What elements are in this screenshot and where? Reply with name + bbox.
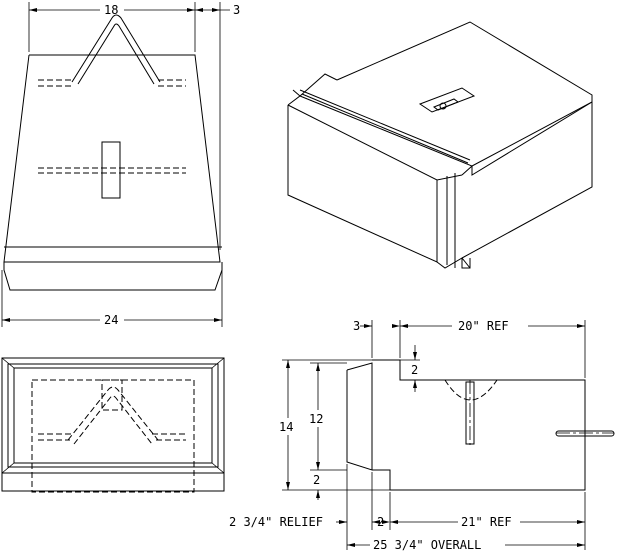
side-view: 3 20" REF 2 14 12 2 xyxy=(229,319,615,552)
dim-relief: 2 3/4" RELIEF xyxy=(229,515,323,529)
dim-bottom-width: 24 xyxy=(104,313,118,327)
isometric-view xyxy=(287,21,593,269)
dim-mid-2: 2 xyxy=(377,515,384,529)
dim-side-offset: 3 xyxy=(353,319,360,333)
front-view xyxy=(3,14,223,291)
front-top-dimension: 18 3 xyxy=(28,2,240,250)
dim-step-2: 2 xyxy=(411,363,418,377)
top-view xyxy=(1,357,225,493)
dim-overall: 25 3/4" OVERALL xyxy=(373,538,481,552)
dim-height-12: 12 xyxy=(309,412,323,426)
dim-top-offset: 3 xyxy=(233,3,240,17)
dim-top-width: 18 xyxy=(104,3,118,17)
dim-bottom-2: 2 xyxy=(313,473,320,487)
dim-height-14: 14 xyxy=(279,420,293,434)
front-bottom-dimension: 24 xyxy=(1,270,223,327)
dim-ref-20: 20" REF xyxy=(458,319,509,333)
dim-ref-21: 21" REF xyxy=(461,515,512,529)
